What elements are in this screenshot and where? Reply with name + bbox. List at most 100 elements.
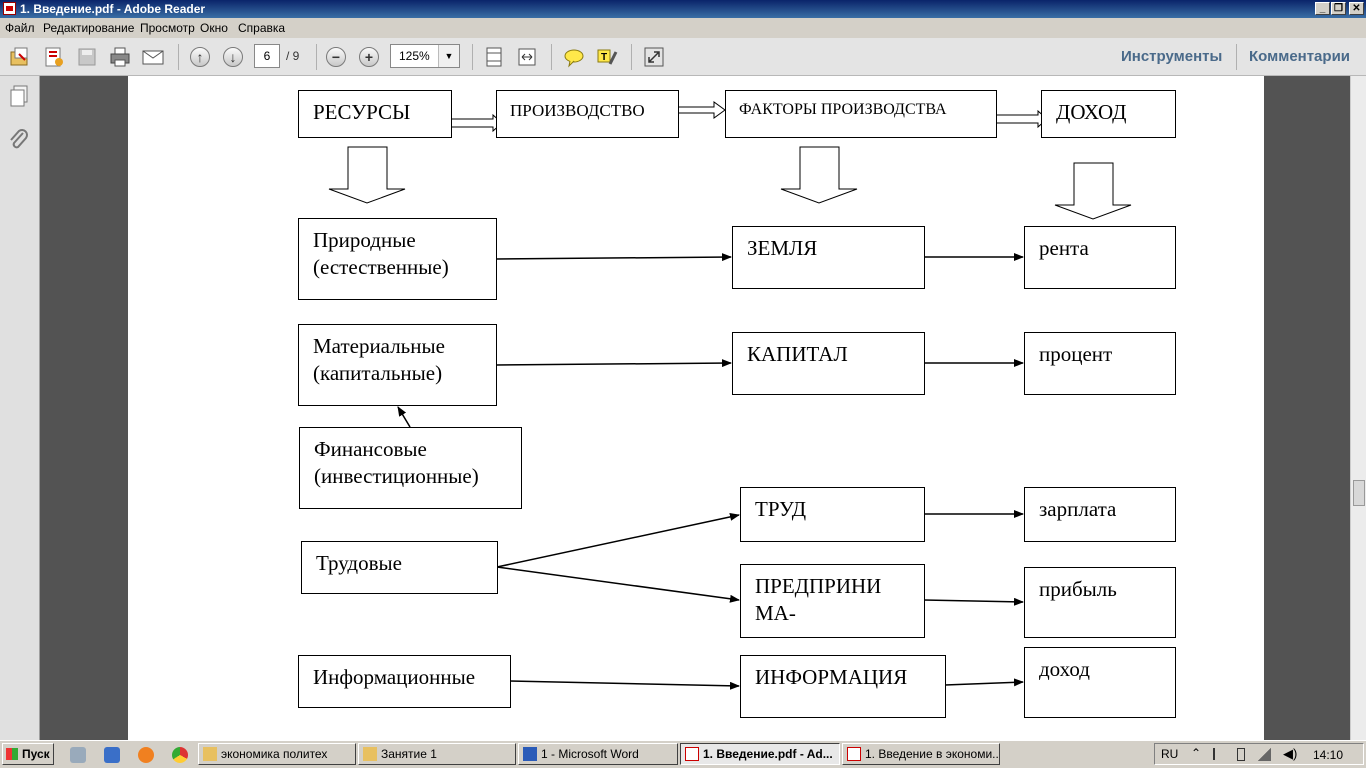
- income-rent: рента: [1024, 226, 1176, 289]
- menu-view[interactable]: Просмотр: [140, 21, 195, 35]
- folder-icon: [203, 747, 217, 761]
- envelope-icon: [142, 50, 164, 65]
- menu-window[interactable]: Окно: [200, 21, 228, 35]
- diagram-arrows: [328, 101, 1132, 690]
- media-player-icon[interactable]: [104, 747, 120, 763]
- menu-help[interactable]: Справка: [238, 21, 286, 35]
- fullscreen-button[interactable]: [642, 45, 666, 69]
- volume-icon[interactable]: ◀): [1283, 746, 1298, 761]
- flag-icon[interactable]: [1213, 748, 1225, 760]
- create-pdf-button[interactable]: [42, 45, 66, 69]
- header-resources: РЕСУРСЫ: [298, 90, 452, 138]
- open-folder-icon: [10, 47, 28, 66]
- income-interest: процент: [1024, 332, 1176, 395]
- hollow-down-arrow: [1054, 162, 1132, 220]
- factor-capital: КАПИТАЛ: [732, 332, 925, 395]
- zoom-value: 125%: [399, 49, 430, 63]
- minus-icon: −: [326, 47, 346, 67]
- resource-labor: Трудовые: [301, 541, 498, 594]
- add-note-button[interactable]: [562, 45, 586, 69]
- connector-arrow: [496, 566, 740, 603]
- window-title: 1. Введение.pdf - Adobe Reader: [20, 2, 206, 16]
- separator: [631, 44, 632, 70]
- income-wages: зарплата: [1024, 487, 1176, 542]
- zoom-in-button[interactable]: +: [357, 45, 381, 69]
- scrollbar-thumb[interactable]: [1353, 480, 1365, 506]
- fit-width-icon: [518, 48, 536, 66]
- chrome-icon[interactable]: [172, 747, 188, 763]
- language-indicator[interactable]: RU: [1161, 747, 1179, 761]
- header-factors: ФАКТОРЫ ПРОИЗВОДСТВА: [725, 90, 997, 138]
- svg-text:T: T: [601, 52, 607, 63]
- header-income: ДОХОД: [1041, 90, 1176, 138]
- minimize-button[interactable]: _: [1315, 2, 1330, 15]
- connector-arrow: [496, 512, 740, 568]
- pages-icon: [10, 85, 28, 107]
- connector-arrow: [923, 597, 1024, 606]
- menu-bar: Файл Редактирование Просмотр Окно Справк…: [0, 18, 1366, 38]
- show-desktop-icon[interactable]: [70, 747, 86, 763]
- next-page-button[interactable]: ↓: [221, 45, 245, 69]
- task-folder-lesson[interactable]: Занятие 1: [358, 743, 516, 765]
- attachments-button[interactable]: [8, 128, 30, 157]
- menu-edit[interactable]: Редактирование: [43, 21, 135, 35]
- save-button[interactable]: [75, 45, 99, 69]
- firefox-icon[interactable]: [138, 747, 154, 763]
- arrow-up-icon: ↑: [190, 47, 210, 67]
- hollow-arrow: [677, 101, 726, 119]
- separator: [1236, 44, 1237, 70]
- zoom-out-button[interactable]: −: [324, 45, 348, 69]
- close-button[interactable]: ✕: [1349, 2, 1364, 15]
- prev-page-button[interactable]: ↑: [188, 45, 212, 69]
- task-folder-economics[interactable]: экономика политех: [198, 743, 356, 765]
- pdf-icon: [847, 747, 861, 761]
- zoom-select[interactable]: 125% ▼: [390, 44, 460, 68]
- task-adobe-reader-2[interactable]: 1. Введение в экономи...: [842, 743, 1000, 765]
- fit-width-button[interactable]: [515, 45, 539, 69]
- title-bar: 1. Введение.pdf - Adobe Reader _ ❐ ✕: [0, 0, 1366, 18]
- fit-page-button[interactable]: [482, 45, 506, 69]
- page-total: / 9: [286, 49, 300, 63]
- tools-pane-button[interactable]: Инструменты: [1121, 48, 1223, 65]
- separator: [316, 44, 317, 70]
- comments-pane-button[interactable]: Комментарии: [1249, 48, 1351, 65]
- task-word[interactable]: 1 - Microsoft Word: [518, 743, 678, 765]
- clock[interactable]: 14:10: [1313, 748, 1344, 762]
- print-button[interactable]: [108, 45, 132, 69]
- page-thumbnails-button[interactable]: [8, 84, 30, 113]
- system-tray: RU ⌃ ◀) 14:10: [1154, 743, 1364, 765]
- connector-arrow: [509, 680, 740, 690]
- highlight-text-button[interactable]: T: [595, 45, 619, 69]
- fit-page-icon: [486, 47, 502, 67]
- open-file-button[interactable]: [8, 45, 32, 69]
- printer-icon: [110, 47, 130, 67]
- navigation-panel: [0, 76, 40, 740]
- start-button[interactable]: Пуск: [2, 743, 54, 765]
- menu-file[interactable]: Файл: [5, 21, 35, 35]
- chevron-down-icon[interactable]: ▼: [438, 45, 459, 67]
- email-button[interactable]: [141, 45, 165, 69]
- separator: [551, 44, 552, 70]
- toolbar: ↑ ↓ − + T: [0, 38, 1366, 76]
- vertical-scrollbar[interactable]: [1350, 76, 1366, 740]
- page-number-input[interactable]: 6: [254, 44, 280, 68]
- resource-natural: Природные (естественные): [298, 218, 497, 300]
- save-disk-icon: [78, 48, 96, 66]
- signal-icon[interactable]: [1257, 748, 1271, 761]
- separator: [472, 44, 473, 70]
- factor-entrepreneurship: ПРЕДПРИНИ МА-: [740, 564, 925, 638]
- restore-button[interactable]: ❐: [1331, 2, 1346, 15]
- folder-icon: [363, 747, 377, 761]
- connector-arrow: [495, 253, 732, 262]
- resource-financial: Финансовые (инвестиционные): [299, 427, 522, 509]
- hollow-arrow: [450, 113, 503, 133]
- battery-icon[interactable]: [1237, 748, 1245, 761]
- highlighter-pen-icon: T: [597, 49, 618, 65]
- hollow-down-arrow: [328, 146, 406, 204]
- windows-flag-icon: [6, 748, 18, 760]
- expand-tray-icon[interactable]: ⌃: [1191, 746, 1202, 760]
- pdf-icon: [685, 747, 699, 761]
- task-adobe-reader-active[interactable]: 1. Введение.pdf - Ad...: [680, 743, 840, 765]
- connector-arrow: [397, 406, 411, 428]
- start-label: Пуск: [22, 747, 50, 761]
